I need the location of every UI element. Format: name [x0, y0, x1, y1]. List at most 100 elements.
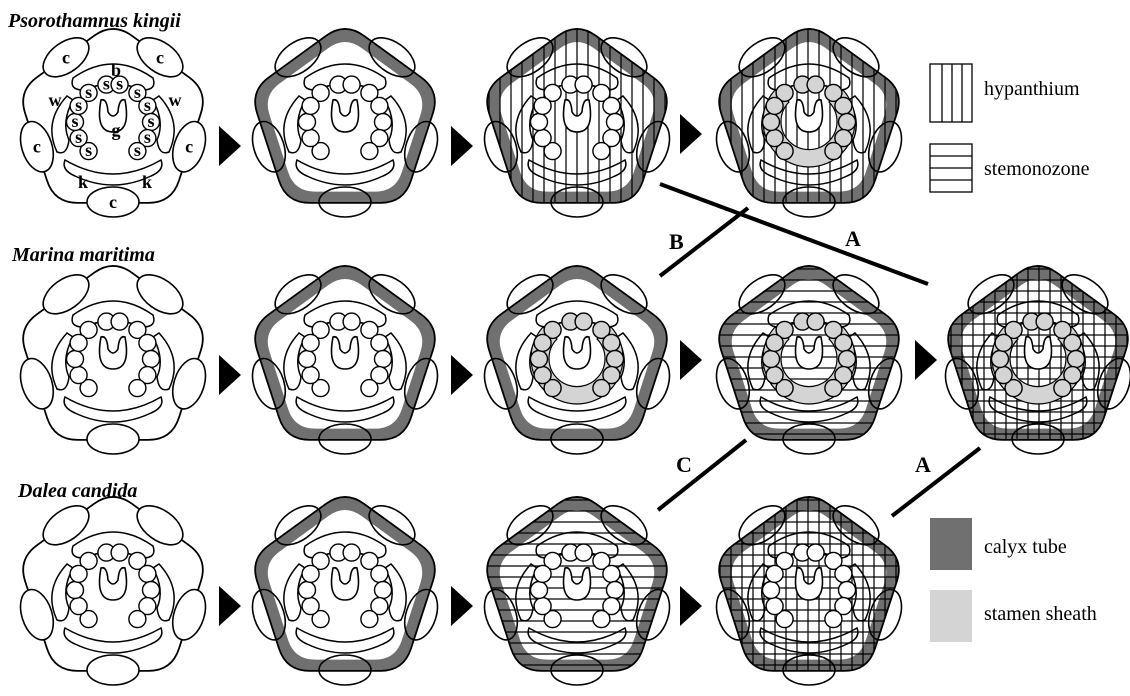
stamen — [835, 97, 852, 114]
organ-letter-calyx: c — [156, 47, 164, 67]
legend-swatch-hypanthium — [930, 64, 972, 122]
organ-letter-calyx: c — [185, 137, 193, 157]
stage-arrow — [680, 114, 702, 154]
stamen — [807, 313, 824, 330]
legend-swatch-calyx-tube — [930, 518, 972, 570]
stamen — [995, 334, 1012, 351]
organ-letter-stamen: s — [85, 82, 92, 102]
species-name-psorothamnus-kingii: Psorothamnus kingii — [8, 10, 181, 33]
stamen — [575, 313, 592, 330]
stamen — [825, 143, 842, 160]
stage-arrow — [680, 340, 702, 380]
species-name-dalea-candida: Dalea candida — [18, 480, 137, 503]
stage-arrow — [219, 126, 241, 166]
sepal — [87, 424, 139, 454]
stamen — [111, 313, 128, 330]
floral-diagram-row3-stage-1 — [15, 497, 212, 685]
stamen — [575, 544, 592, 561]
stamen — [825, 380, 842, 397]
stamen — [1054, 380, 1071, 397]
stamen — [593, 143, 610, 160]
pathway-label-a-lower: A — [915, 452, 931, 478]
floral-diagram-row3-stage-3 — [479, 497, 676, 685]
stamen — [299, 114, 316, 131]
stamen — [835, 565, 852, 582]
organ-letter-keel: k — [142, 172, 152, 192]
stamen — [603, 97, 620, 114]
organ-letter-wing: w — [169, 90, 182, 110]
stamen — [361, 611, 378, 628]
stamen — [593, 611, 610, 628]
stamen — [534, 334, 551, 351]
stamen — [143, 351, 160, 368]
stage-arrow — [915, 340, 937, 380]
stamen — [302, 130, 319, 147]
floral-diagram-row3-stage-4 — [711, 497, 908, 685]
floral-diagram-row1-stage-2 — [247, 29, 444, 217]
legend-swatch-stemonozone — [930, 144, 972, 192]
stamen — [763, 351, 780, 368]
stamen — [70, 334, 87, 351]
stage-arrow — [219, 355, 241, 395]
organ-letter-stamen: s — [134, 82, 141, 102]
pathway-label-c: C — [676, 452, 692, 478]
stamen — [603, 565, 620, 582]
stamen — [302, 97, 319, 114]
stamen — [763, 582, 780, 599]
stamen — [70, 367, 87, 384]
stamen — [593, 380, 610, 397]
stamen — [603, 334, 620, 351]
pathway-label-a-upper: A — [845, 226, 861, 252]
stamen — [766, 598, 783, 615]
stamen — [371, 565, 388, 582]
stamen — [70, 598, 87, 615]
stamen — [129, 611, 146, 628]
stamen — [343, 313, 360, 330]
stage-arrow — [219, 586, 241, 626]
stamen — [575, 76, 592, 93]
stamen — [534, 598, 551, 615]
stamen — [766, 130, 783, 147]
species-name-marina-maritima: Marina maritima — [12, 244, 155, 267]
stamen — [534, 97, 551, 114]
stamen — [531, 351, 548, 368]
stamen — [839, 351, 856, 368]
floral-diagram-row2-stage-3 — [479, 266, 676, 454]
stamen — [302, 367, 319, 384]
stamen — [67, 582, 84, 599]
organ-letter-calyx: c — [62, 47, 70, 67]
floral-diagram-row1-stage-1: bgwwkkcccccssssssssssss — [15, 29, 212, 217]
organ-letter-stamen: s — [85, 140, 92, 160]
stamen — [302, 598, 319, 615]
stamen — [1036, 313, 1053, 330]
stamen — [67, 351, 84, 368]
legend-label-hypanthium: hypanthium — [984, 78, 1080, 101]
pathway-line-c — [658, 440, 746, 510]
stamen — [839, 114, 856, 131]
stamen — [607, 351, 624, 368]
stamen — [1064, 334, 1081, 351]
stamen — [139, 565, 156, 582]
stamen — [825, 611, 842, 628]
stamen — [531, 582, 548, 599]
sepal — [87, 655, 139, 685]
stamen — [534, 367, 551, 384]
stamen — [70, 565, 87, 582]
stamen — [375, 114, 392, 131]
stamen — [807, 544, 824, 561]
stamen — [302, 565, 319, 582]
stamen — [839, 582, 856, 599]
stage-arrow — [680, 586, 702, 626]
stamen — [835, 334, 852, 351]
floral-diagram-row3-stage-2 — [247, 497, 444, 685]
legend-label-stemonozone: stemonozone — [984, 158, 1090, 181]
stamen — [375, 351, 392, 368]
stamen — [992, 351, 1009, 368]
stamen — [534, 130, 551, 147]
floral-diagram-row2-stage-2 — [247, 266, 444, 454]
stage-arrow — [451, 586, 473, 626]
floral-diagram-row2-stage-5 — [940, 266, 1130, 454]
pathway-label-b: B — [669, 229, 684, 255]
